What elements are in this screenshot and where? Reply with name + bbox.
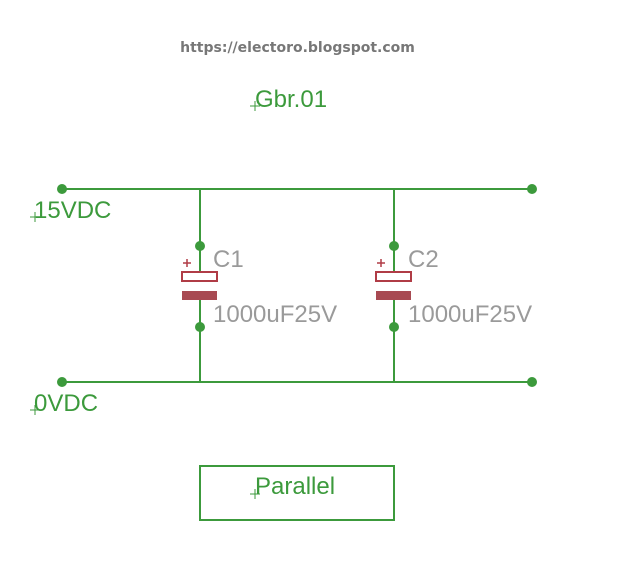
c2-positive-plate [375, 271, 412, 282]
c2-pin-positive [389, 241, 399, 251]
c1-reference: C1 [213, 246, 244, 273]
positive-net-label: 15VDC [34, 197, 111, 224]
capacitor-c2: C2 1000uF25V [375, 189, 532, 382]
c2-negative-plate [376, 291, 411, 300]
parallel-frame-label: Parallel [255, 473, 335, 500]
c1-value: 1000uF25V [213, 301, 337, 328]
parallel-frame-box [199, 465, 395, 521]
ground-terminal-right [527, 377, 537, 387]
positive-rail: 15VDC [30, 184, 537, 224]
source-url: https://electoro.blogspot.com [180, 40, 415, 56]
diagram-title-text: Gbr.01 [255, 86, 327, 113]
c2-value: 1000uF25V [408, 301, 532, 328]
capacitor-c1: C1 1000uF25V [181, 189, 337, 382]
ground-terminal-left [57, 377, 67, 387]
c2-reference: C2 [408, 246, 439, 273]
ground-net-label: 0VDC [34, 390, 98, 417]
c1-positive-plate [181, 271, 218, 282]
c1-pin-positive [195, 241, 205, 251]
diagram-title: Gbr.01 [250, 86, 327, 113]
parallel-frame: Parallel [199, 465, 395, 521]
c1-pin-negative [195, 322, 205, 332]
c1-negative-plate [182, 291, 217, 300]
positive-terminal-left [57, 184, 67, 194]
ground-rail: 0VDC [30, 377, 537, 417]
c2-pin-negative [389, 322, 399, 332]
positive-terminal-right [527, 184, 537, 194]
